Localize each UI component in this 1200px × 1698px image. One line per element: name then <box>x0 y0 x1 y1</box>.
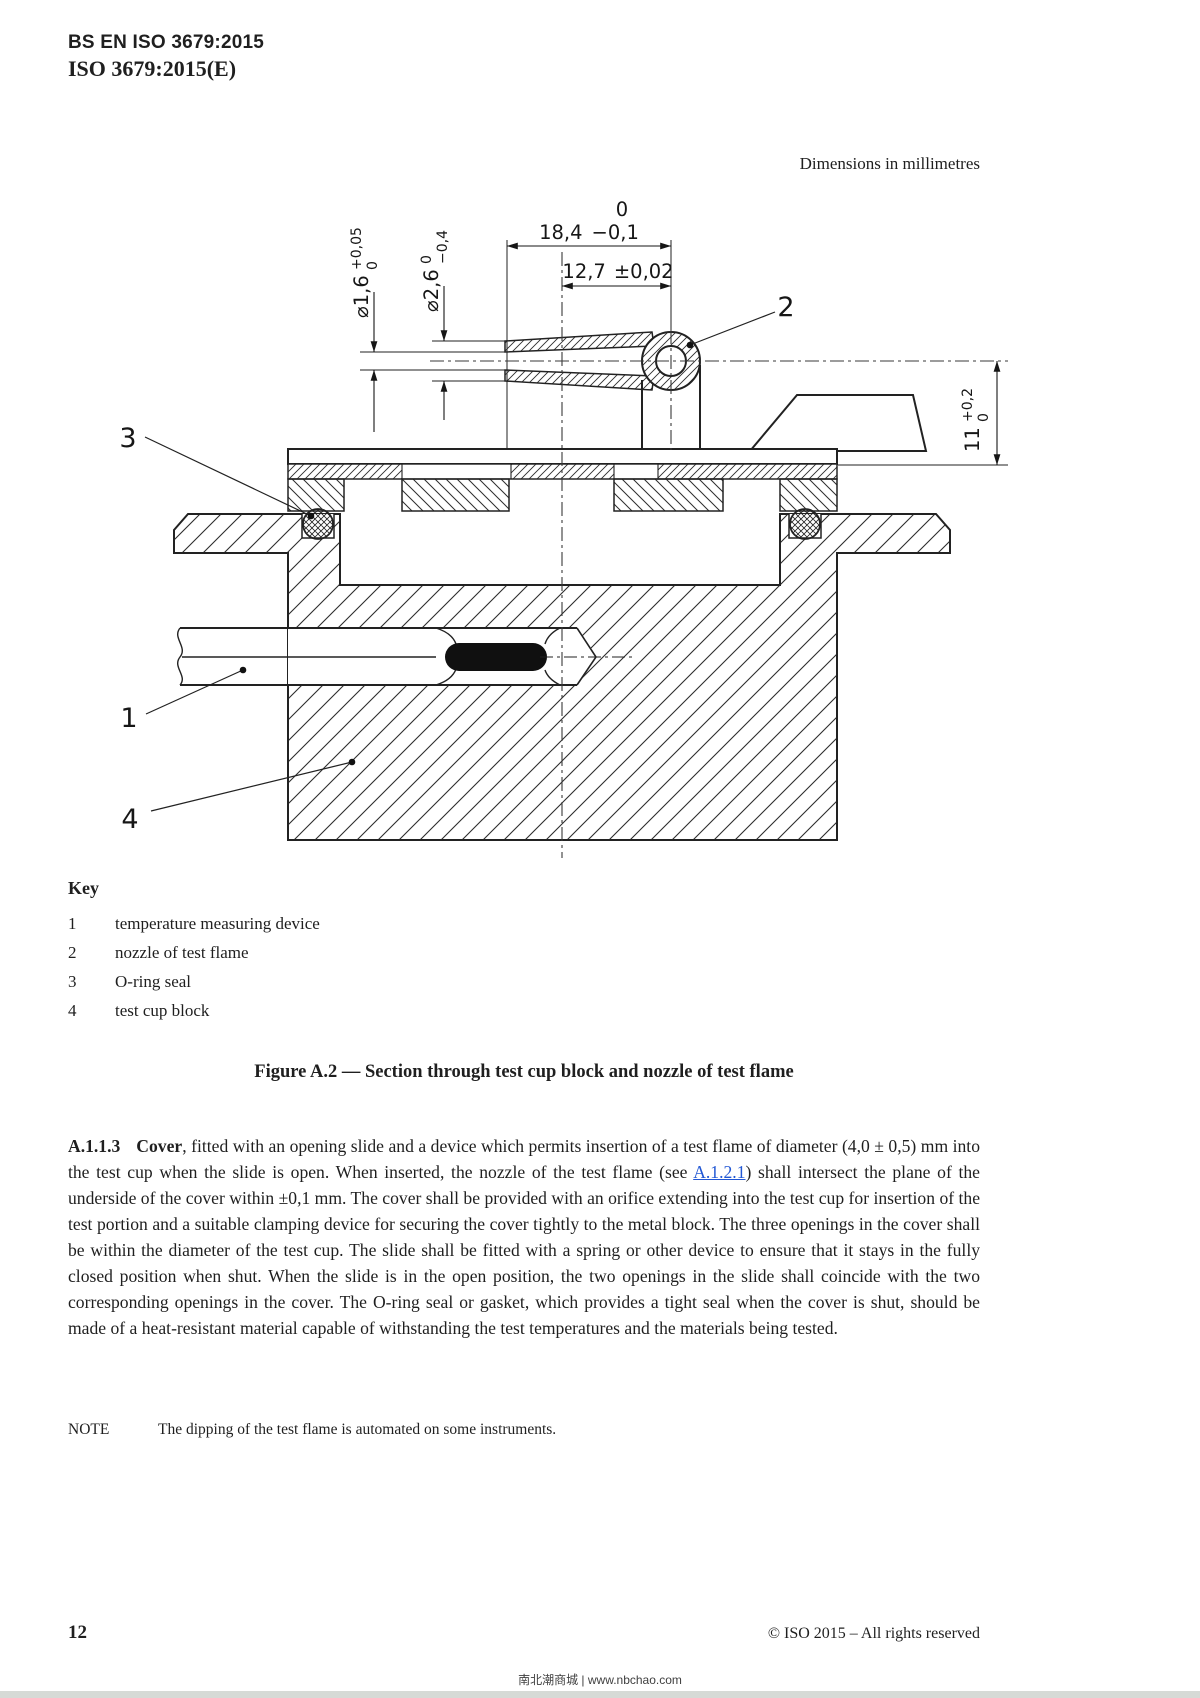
key-item-label: temperature measuring device <box>115 913 320 933</box>
thermometer-bulb <box>445 643 547 671</box>
svg-text:−0,4: −0,4 <box>435 230 451 264</box>
callout-3: 3 <box>119 423 136 454</box>
bottom-bar <box>0 1691 1200 1698</box>
document-standard-number: BS EN ISO 3679:2015 <box>68 32 265 53</box>
clause-link-a121[interactable]: A.1.2.1 <box>693 1162 746 1182</box>
dim-diam-1-6: ⌀1,6 +0,05 0 <box>349 227 381 318</box>
dimension-lines <box>370 242 1001 466</box>
key-item-number: 2 <box>68 942 77 962</box>
clause-term: Cover <box>136 1136 183 1156</box>
svg-text:0: 0 <box>365 261 381 270</box>
temperature-measuring-device <box>177 627 634 686</box>
clause-body: ) shall intersect the plane of the under… <box>68 1162 980 1338</box>
svg-text:⌀2,6: ⌀2,6 <box>420 269 443 312</box>
key-item: 2 nozzle of test flame <box>68 938 668 967</box>
dim-11: 11 +0,2 0 <box>960 388 992 452</box>
svg-text:0: 0 <box>976 413 992 422</box>
key-heading: Key <box>68 878 99 898</box>
cover-clamp-knob <box>747 394 928 452</box>
thermometer-bore-cone <box>577 627 597 686</box>
svg-text:11: 11 <box>961 427 984 452</box>
callout-4: 4 <box>121 804 138 835</box>
svg-text:+0,05: +0,05 <box>349 227 365 270</box>
note-text: The dipping of the test flame is automat… <box>158 1421 557 1438</box>
callout-2: 2 <box>777 292 794 323</box>
note-label: NOTE <box>68 1421 110 1438</box>
clause-a113-paragraph: A.1.1.3 Cover, fitted with an opening sli… <box>68 1133 980 1341</box>
key-item-label: nozzle of test flame <box>115 942 249 962</box>
slide-segment <box>287 478 345 512</box>
callout-1: 1 <box>120 703 137 734</box>
document-iso-number: ISO 3679:2015(E) <box>68 56 237 81</box>
key-item: 4 test cup block <box>68 996 668 1025</box>
slide-segment <box>779 478 838 512</box>
dim-18-4-tol-top: 0 <box>616 198 628 221</box>
slide-segment <box>613 478 724 512</box>
key-item-number: 3 <box>68 971 77 991</box>
slide-segment <box>401 478 510 512</box>
key-item: 3 O-ring seal <box>68 967 668 996</box>
dimensions-note: Dimensions in millimetres <box>799 154 980 173</box>
leader-dots <box>239 341 694 766</box>
figure-caption: Figure A.2 — Section through test cup bl… <box>254 1062 794 1082</box>
nozzle-of-test-flame <box>504 331 702 449</box>
o-ring-seal-left <box>302 508 334 540</box>
dim-18-4: 18,4−0,1 <box>539 221 639 244</box>
o-ring-seal-right <box>789 508 821 540</box>
figure-a2-drawing: 0 18,4−0,1 12,7±0,02 ⌀1,6 +0,05 0 ⌀2,6 0… <box>119 198 1008 858</box>
dim-diam-2-6: ⌀2,6 0 −0,4 <box>419 230 451 312</box>
cover-and-slide <box>287 448 838 512</box>
leader-lines <box>144 311 776 812</box>
key-item-number: 4 <box>68 1000 77 1020</box>
figure-key: Key 1 temperature measuring device 2 noz… <box>68 878 668 1025</box>
centerlines <box>430 252 1008 858</box>
svg-text:+0,2: +0,2 <box>960 388 976 422</box>
svg-text:0: 0 <box>419 255 435 264</box>
svg-text:⌀1,6: ⌀1,6 <box>350 275 373 318</box>
clause-number: A.1.1.3 <box>68 1136 121 1156</box>
copyright-notice: © ISO 2015 – All rights reserved <box>767 1625 980 1642</box>
clause-body: , fitted with an opening slide and a dev… <box>68 1136 980 1182</box>
key-item-number: 1 <box>68 913 77 933</box>
dim-12-7: 12,7±0,02 <box>562 260 673 283</box>
page-number: 12 <box>68 1622 87 1643</box>
key-item-label: test cup block <box>115 1000 210 1020</box>
watermark-text: 南北潮商城 | www.nbchao.com <box>518 1673 682 1687</box>
note-line: NOTE The dipping of the test flame is aut… <box>68 1421 980 1439</box>
key-item-label: O-ring seal <box>115 971 192 991</box>
key-item: 1 temperature measuring device <box>68 909 668 938</box>
